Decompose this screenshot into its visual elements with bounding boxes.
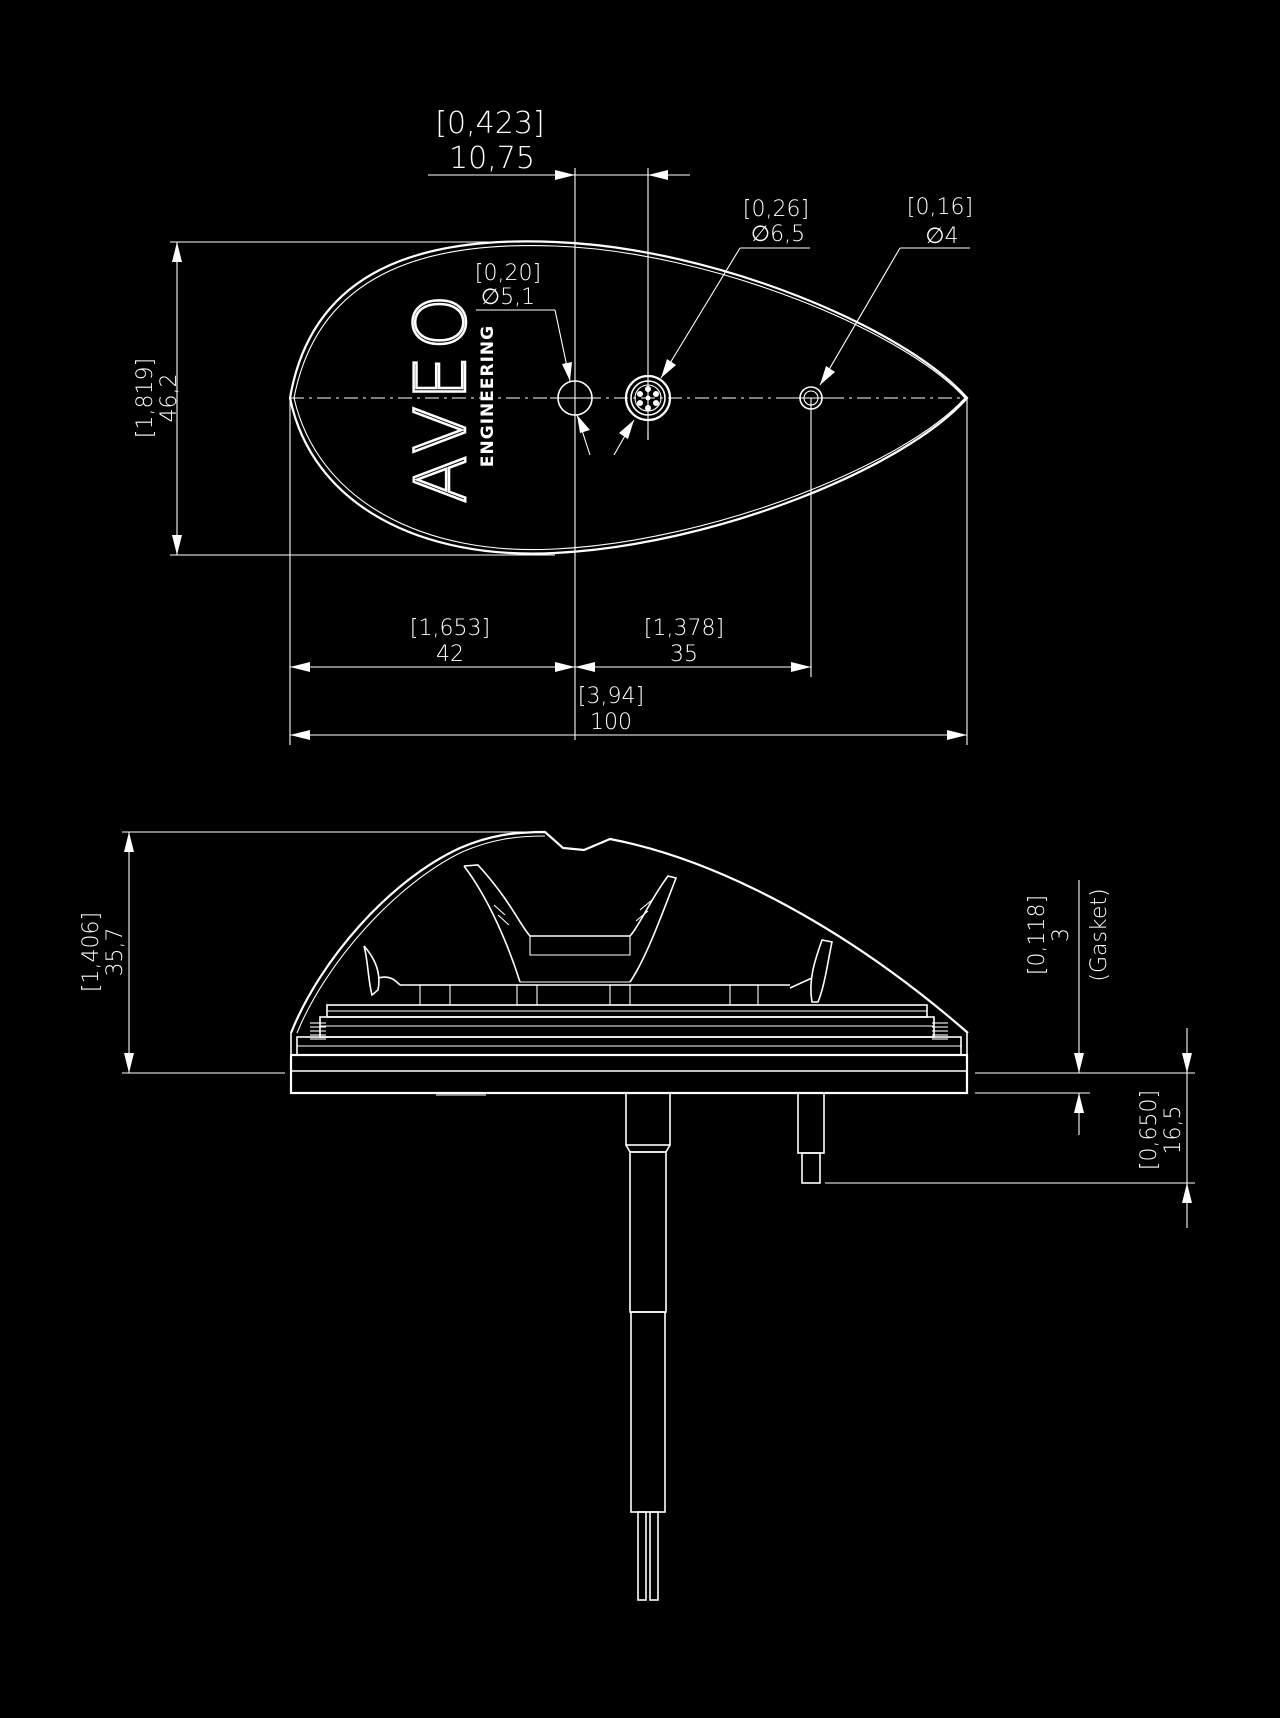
mounting-stud — [797, 1092, 825, 1184]
reflector-left — [363, 945, 401, 997]
cable — [625, 1092, 671, 1601]
left-span-dimension: [1,653] 42 — [290, 616, 575, 672]
base-plate — [289, 984, 969, 1096]
hole-center-inch: [0,26] — [743, 197, 809, 222]
right-span-dimension: [1,378] 35 — [575, 616, 811, 672]
gasket-inch: [0,118] — [1025, 895, 1050, 975]
offset-inch: [0,423] — [435, 106, 544, 141]
right-span-inch: [1,378] — [644, 616, 724, 641]
hole-left-mm: ∅5,1 — [481, 285, 535, 310]
gasket-mm: 3 — [1049, 928, 1074, 942]
side-view: [1,406] 35,7 [0,118] 3 (Gasket) — [79, 830, 1195, 1601]
top-view: AVEO ENGINEERING [1,819] 46,2 [0,423] 10… — [133, 106, 973, 745]
screw-right — [932, 1022, 948, 1040]
gasket-dimension: [0,118] 3 (Gasket) — [975, 880, 1195, 1135]
brand-logo: AVEO ENGINEERING — [399, 287, 498, 504]
right-span-mm: 35 — [670, 642, 698, 667]
hole-right-mm: ∅4 — [925, 224, 958, 249]
reflector-right — [789, 939, 833, 1003]
screw-left — [310, 1022, 326, 1040]
total-length-mm: 100 — [590, 710, 632, 735]
brand-name: AVEO — [400, 289, 482, 504]
hole-left-callout: [0,20] ∅5,1 — [475, 261, 591, 456]
stud-mm: 16,5 — [1161, 1106, 1186, 1155]
side-height-dimension: [1,406] 35,7 — [79, 831, 545, 1074]
left-span-mm: 42 — [436, 642, 464, 667]
hole-center-mm: ∅6,5 — [751, 222, 805, 247]
hole-right-inch: [0,16] — [907, 195, 973, 220]
total-length-inch: [3,94] — [578, 684, 644, 709]
hole-right-callout: [0,16] ∅4 — [819, 195, 973, 386]
left-span-inch: [1,653] — [410, 616, 490, 641]
side-height-mm: 35,7 — [103, 928, 128, 977]
brand-subtitle: ENGINEERING — [478, 325, 498, 467]
stud-inch: [0,650] — [1137, 1090, 1162, 1170]
side-height-inch: [1,406] — [79, 912, 104, 992]
gasket-note: (Gasket) — [1087, 888, 1112, 981]
top-height-inch: [1,819] — [133, 358, 158, 438]
stud-dimension: [0,650] 16,5 — [825, 1028, 1195, 1228]
total-length-dimension: [3,94] 100 — [290, 684, 967, 740]
hole-left-inch: [0,20] — [475, 261, 541, 286]
offset-dimension: [0,423] 10,75 — [428, 106, 690, 740]
offset-mm: 10,75 — [449, 141, 535, 176]
hole-center-callout: [0,26] ∅6,5 — [613, 197, 810, 456]
reflector-center — [463, 864, 678, 983]
top-height-dimension: [1,819] 46,2 — [133, 241, 555, 556]
top-height-mm: 46,2 — [157, 374, 182, 423]
